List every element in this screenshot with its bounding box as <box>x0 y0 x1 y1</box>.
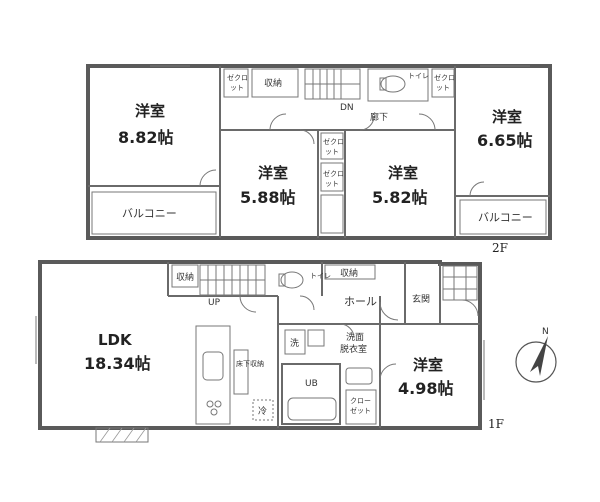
bathtub <box>287 397 337 421</box>
balcony-left-label: バルコニー <box>122 207 177 220</box>
room-2f-3-name: 洋室 <box>388 164 418 182</box>
stairs-2f <box>304 68 361 100</box>
closet-2f-b <box>320 132 344 160</box>
ldk-size: 18.34帖 <box>84 354 151 373</box>
underfloor-storage <box>233 349 249 395</box>
floor-1f-label: 1F <box>488 417 504 431</box>
room-2f-3-size: 5.82帖 <box>372 188 427 207</box>
wash-basin <box>345 367 373 385</box>
room-2f-4-size: 6.65帖 <box>477 131 532 150</box>
toilet-2f-label: トイレ <box>408 72 429 80</box>
first-floor: LDK 18.34帖 洋室 4.98帖 収納 収納 トイレ ホール 玄関 UP … <box>35 260 504 443</box>
room-2f-1-name: 洋室 <box>135 102 165 120</box>
unit-bath-label: UB <box>305 379 318 389</box>
ldk-name: LDK <box>98 331 133 349</box>
floor-2f-label: 2F <box>492 241 508 255</box>
closet-2f-b-label2: ット <box>325 148 339 156</box>
room-1f-name: 洋室 <box>413 356 443 374</box>
toilet-1f-label: トイレ <box>310 272 331 280</box>
sink-icon <box>202 351 224 381</box>
toilet-2f-icon <box>380 75 406 93</box>
washroom-label2: 脱衣室 <box>340 343 367 355</box>
up-label: UP <box>208 298 221 308</box>
compass-label: N <box>542 327 549 337</box>
toilet-2f-area <box>367 68 429 102</box>
entrance-label: 玄関 <box>412 293 430 305</box>
kitchen-counter <box>195 325 231 425</box>
fridge-space <box>252 399 274 421</box>
closet-2f-d-label2: ット <box>436 84 450 92</box>
laundry-box <box>307 329 325 347</box>
room-2f-1-size: 8.82帖 <box>118 128 173 147</box>
room-2f-2-name: 洋室 <box>258 164 288 182</box>
stove-icon <box>206 400 214 408</box>
storage-2f-label: 収納 <box>264 77 282 89</box>
room-2f-2-size: 5.88帖 <box>240 188 295 207</box>
balcony-right-label: バルコニー <box>478 211 533 224</box>
closet-1f-label: クロー <box>350 397 371 405</box>
closet-2f-a-label: ゼクロ <box>227 73 248 82</box>
washroom-label: 洗面 <box>346 331 364 343</box>
closet-1f-label2: ゼット <box>350 406 371 415</box>
storage-1f-b <box>324 264 376 280</box>
closet-1f <box>345 389 377 425</box>
wash-label: 洗 <box>290 337 299 349</box>
closet-2f-c-label2: ット <box>325 180 339 188</box>
underfloor-label: 床下収納 <box>236 359 264 368</box>
closet-2f-b-label: ゼクロ <box>323 137 344 146</box>
hallway-label: 廊下 <box>370 111 388 123</box>
second-floor: 洋室 8.82帖 洋室 5.88帖 洋室 5.82帖 洋室 6.65帖 バルコニ… <box>86 64 552 255</box>
closet-2f-d-label: ゼクロ <box>434 73 455 82</box>
storage-1f-b-label: 収納 <box>340 267 358 279</box>
terrace-deck <box>95 427 149 443</box>
storage-2f <box>251 68 299 98</box>
storage-1f-a <box>171 264 199 288</box>
storage-1f-a-label: 収納 <box>176 271 194 283</box>
closet-2f-d <box>431 68 455 98</box>
balcony-right-area <box>459 199 547 235</box>
unit-bath <box>281 363 341 425</box>
closet-2f-a-label2: ット <box>230 84 244 92</box>
closet-2f-c <box>320 162 344 192</box>
closet-2f-c-label: ゼクロ <box>323 169 344 178</box>
dn-label: DN <box>340 103 354 113</box>
counter-2f <box>320 194 344 234</box>
compass: N <box>515 327 557 383</box>
washing-machine <box>284 329 306 355</box>
balcony-left-area <box>91 191 217 235</box>
room-2f-4-name: 洋室 <box>492 108 522 126</box>
entrance-tile <box>442 265 478 301</box>
hall-label: ホール <box>344 295 377 308</box>
fridge-label: 冷 <box>258 405 267 417</box>
toilet-1f-icon <box>280 271 304 289</box>
closet-2f-a <box>223 68 249 98</box>
stairs-1f <box>199 264 266 296</box>
room-1f-size: 4.98帖 <box>398 379 453 398</box>
compass-needle-icon <box>530 336 548 376</box>
